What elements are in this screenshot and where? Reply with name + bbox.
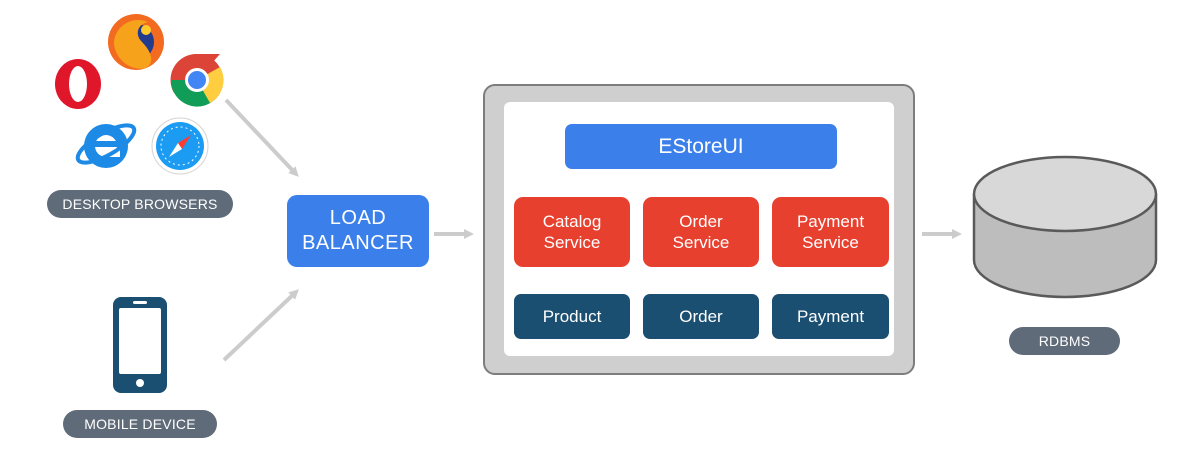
arrow-mobile-to-lb — [222, 289, 299, 362]
browser-icons — [55, 14, 224, 175]
payment-store: Payment — [772, 294, 889, 339]
catalog-service: Catalog Service — [514, 197, 630, 267]
chrome-icon — [170, 53, 224, 107]
smartphone-icon — [113, 297, 167, 393]
order-store: Order — [643, 294, 759, 339]
safari-icon — [151, 117, 209, 175]
product-store: Product — [514, 294, 630, 339]
estore-ui-box: EStoreUI — [565, 124, 837, 169]
load-balancer: LOAD BALANCER — [287, 195, 429, 267]
firefox-icon — [108, 14, 164, 70]
arrow-desktop-to-lb — [224, 98, 299, 177]
internet-explorer-icon — [75, 123, 137, 168]
mobile-device-label: MOBILE DEVICE — [63, 410, 217, 438]
desktop-browsers-label: DESKTOP BROWSERS — [47, 190, 233, 218]
rdbms-label: RDBMS — [1009, 327, 1120, 355]
order-service: Order Service — [643, 197, 759, 267]
payment-service: Payment Service — [772, 197, 889, 267]
opera-icon — [55, 59, 101, 109]
database-cylinder-icon — [972, 155, 1158, 299]
